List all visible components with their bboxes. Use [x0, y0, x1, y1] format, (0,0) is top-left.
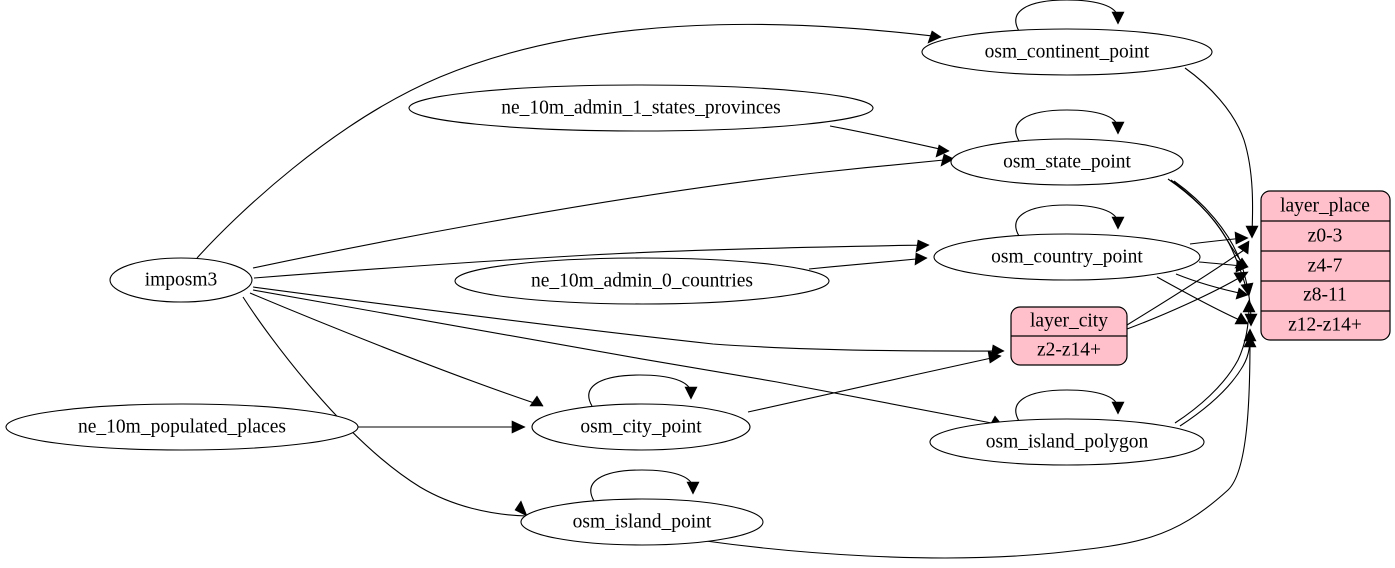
edge-self-loop-osm-city-point [588, 374, 698, 407]
edge-ne-states-to-osm-state-point [829, 125, 950, 158]
edge-osm-country-point-to-layer-place-z0-3 [1189, 231, 1249, 245]
edge-self-loop-osm-state-point [1015, 109, 1125, 142]
record-layer-place-row-z0-3[interactable]: z0-3 [1308, 225, 1343, 246]
node-ne-populated-label: ne_10m_populated_places [78, 416, 286, 437]
node-osm-island-polygon-label: osm_island_polygon [986, 431, 1149, 452]
record-layer-city[interactable]: layer_city z2-z14+ [1010, 306, 1128, 366]
edge-imposm3-to-osm-city-point [249, 292, 544, 407]
node-imposm3[interactable]: imposm3 [109, 257, 253, 303]
record-layer-city-title: layer_city [1030, 310, 1108, 331]
node-osm-city-point-label: osm_city_point [580, 416, 702, 437]
node-ne-countries-label: ne_10m_admin_0_countries [531, 270, 753, 291]
node-ne-10m-admin-1-states-provinces[interactable]: ne_10m_admin_1_states_provinces [408, 84, 874, 132]
record-layer-place-row-z4-7[interactable]: z4-7 [1308, 255, 1343, 276]
node-osm-country-point-label: osm_country_point [991, 246, 1143, 267]
edge-osm-continent-point-to-layer-place-z0-3 [1184, 67, 1259, 239]
record-layer-place-title: layer_place [1280, 195, 1370, 216]
record-layer-place-row-z12-z14[interactable]: z12-z14+ [1288, 314, 1362, 335]
edge-imposm3-to-osm-island-point [242, 296, 528, 517]
node-osm-continent-point[interactable]: osm_continent_point [921, 28, 1213, 76]
edge-self-loop-osm-island-point [590, 469, 700, 502]
edge-osm-island-point-to-layer-place-z12-z14 [705, 334, 1257, 559]
edge-ne-populated-to-osm-city-point [356, 420, 526, 434]
record-layer-city-row-z2-z14[interactable]: z2-z14+ [1037, 339, 1101, 360]
node-osm-country-point[interactable]: osm_country_point [933, 233, 1201, 281]
edge-layer-city-to-layer-place-z4-7 [1126, 271, 1249, 330]
edge-osm-island-polygon-to-layer-place-z8-11 [1174, 299, 1256, 424]
edge-ne-countries-to-osm-country-point [808, 252, 928, 270]
edge-self-loop-osm-island-polygon [1015, 389, 1125, 422]
node-imposm3-label: imposm3 [145, 269, 218, 290]
node-ne-10m-populated-places[interactable]: ne_10m_populated_places [5, 403, 359, 451]
edge-osm-country-point-to-layer-place-z8-11 [1175, 273, 1249, 300]
node-ne-10m-admin-0-countries[interactable]: ne_10m_admin_0_countries [454, 257, 830, 305]
node-osm-island-point-label: osm_island_point [573, 511, 712, 532]
edge-imposm3-to-osm-country-point [253, 239, 930, 279]
edge-self-loop-osm-country-point [1015, 204, 1125, 237]
node-osm-state-point[interactable]: osm_state_point [950, 138, 1184, 186]
node-osm-island-polygon[interactable]: osm_island_polygon [929, 418, 1205, 466]
node-ne-states-label: ne_10m_admin_1_states_provinces [501, 97, 780, 118]
node-osm-continent-point-label: osm_continent_point [985, 41, 1150, 62]
edge-osm-country-point-to-layer-place-z4-7 [1198, 259, 1249, 273]
node-osm-city-point[interactable]: osm_city_point [531, 403, 751, 451]
edge-layer-city-to-layer-place-z0-3 [1126, 240, 1250, 326]
edge-imposm3-to-osm-state-point [252, 153, 955, 269]
node-layer: imposm3 ne_10m_admin_1_states_provinces … [5, 28, 1391, 546]
edge-self-loop-osm-continent-point [1015, 0, 1125, 32]
record-layer-place-row-z8-11[interactable]: z8-11 [1303, 284, 1347, 305]
edge-layer [196, 0, 1259, 559]
edge-osm-city-point-to-layer-city [747, 350, 1002, 413]
edge-osm-country-point-to-layer-place-z12-z14 [1156, 276, 1249, 325]
record-layer-place[interactable]: layer_place z0-3 z4-7 z8-11 z12-z14+ [1260, 190, 1391, 341]
node-osm-island-point[interactable]: osm_island_point [520, 498, 764, 546]
node-osm-state-point-label: osm_state_point [1003, 151, 1131, 172]
edge-imposm3-to-osm-continent-point [196, 23, 942, 259]
